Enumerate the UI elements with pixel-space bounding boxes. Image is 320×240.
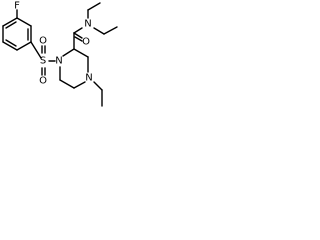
atom-fluorine: F xyxy=(14,1,20,12)
bond-amide-ethyl-2b xyxy=(103,26,118,35)
bond-c5-c6 xyxy=(59,79,75,89)
bond-ring-d xyxy=(2,41,18,51)
atom-nitrogen-amide: N xyxy=(84,19,91,30)
bond-n4-ethyl-a xyxy=(93,81,103,91)
bond-carbonyl-o-2 xyxy=(74,36,83,42)
bond-n4-c5 xyxy=(73,81,86,89)
piperazine-ring xyxy=(59,48,89,89)
atom-nitrogen-ring-1: N xyxy=(55,56,62,67)
bond-ring-a xyxy=(16,17,32,27)
atom-nitrogen-ring-4: N xyxy=(85,73,92,84)
bond-carbonyl-n xyxy=(73,27,83,34)
atom-oxygen-top: O xyxy=(39,36,47,47)
atom-sulfur: S xyxy=(40,56,46,67)
atom-oxygen-amide: O xyxy=(82,37,90,48)
n-ethyl-group xyxy=(93,81,103,107)
fluorophenyl-ring xyxy=(2,9,42,59)
bond-c2-c3 xyxy=(73,48,89,58)
bond-ring-c xyxy=(16,41,32,51)
bond-amide-ethyl-1b xyxy=(87,2,101,11)
structure-canvas: F S O O N N O N xyxy=(0,0,122,126)
sulfonyl-group xyxy=(41,45,56,76)
bond-ring-s xyxy=(30,41,42,59)
atom-oxygen-bottom: O xyxy=(39,76,47,87)
bond-ring-f xyxy=(2,17,18,27)
amide-group xyxy=(73,2,118,50)
bond-ring-double-2 xyxy=(5,39,17,47)
bond-amide-ethyl-2a xyxy=(93,27,105,35)
molecule-structure: F S O O N N O N xyxy=(2,1,118,107)
bond-n1-c2 xyxy=(62,48,75,57)
bond-ring-double-3 xyxy=(5,21,17,29)
bond-carbonyl-o xyxy=(73,32,83,39)
